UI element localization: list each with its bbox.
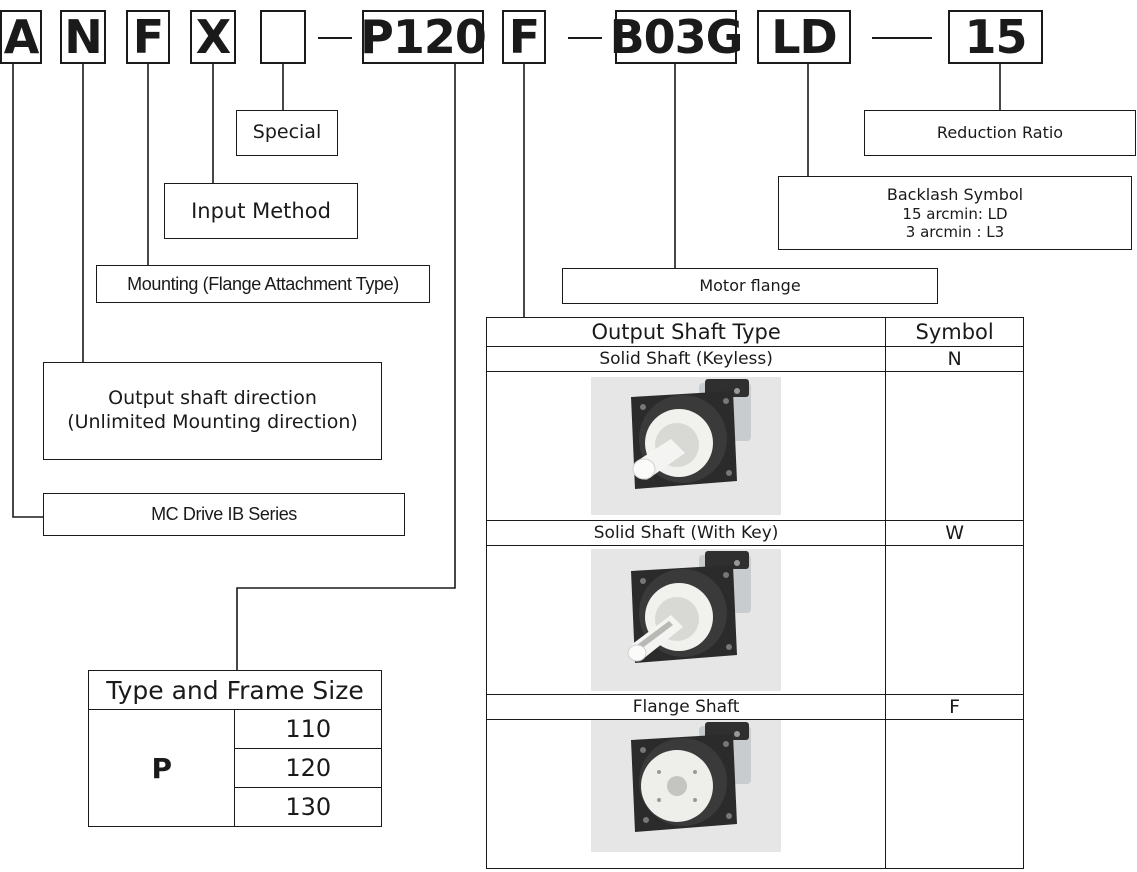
shaft-type-name: Solid Shaft (Keyless) <box>485 346 887 372</box>
output-direction-label: Output shaft direction (Unlimited Mounti… <box>43 362 382 460</box>
shaft-type-name: Flange Shaft <box>485 694 887 720</box>
shaft-type-name: Solid Shaft (With Key) <box>485 520 887 546</box>
gearbox-keyed-shaft-photo <box>485 545 887 695</box>
code-segment-shaft-type: F <box>502 10 546 64</box>
symbol-cell-empty <box>885 371 1024 521</box>
shaft-table-header: Output Shaft Type Symbol <box>485 317 1024 347</box>
table-row: P 110 <box>87 709 382 827</box>
code-segment-motor-flange: B03G <box>609 10 743 64</box>
output-shaft-table: Output Shaft Type Symbol Solid Shaft (Ke… <box>485 317 1024 869</box>
symbol-cell-empty <box>885 545 1024 695</box>
symbol-header: Symbol <box>885 317 1024 347</box>
code-segment-reduction-ratio: 15 <box>948 10 1043 64</box>
backlash-option-ld: 15 arcmin: LD <box>902 204 1008 223</box>
table-row <box>485 371 1024 521</box>
frame-size-value: 120 <box>234 748 382 788</box>
table-row: 130 <box>89 787 382 827</box>
motor-flange-label: Motor flange <box>562 268 938 304</box>
code-segment-input-method: X <box>190 10 236 64</box>
backlash-text: Backlash Symbol 15 arcmin: LD 3 arcmin :… <box>887 185 1023 240</box>
table-row: Flange Shaft F <box>485 694 1024 720</box>
frame-type-letter: P <box>87 709 236 827</box>
table-row: Solid Shaft (With Key) W <box>485 520 1024 546</box>
gearbox-keyless-shaft-photo <box>485 371 887 521</box>
shaft-type-symbol: N <box>885 346 1024 372</box>
shaft-type-symbol: F <box>885 694 1024 720</box>
shaft-type-symbol: W <box>885 520 1024 546</box>
series-label: MC Drive IB Series <box>43 493 405 536</box>
code-segment-mounting: F <box>126 10 170 64</box>
symbol-cell-empty <box>885 719 1024 869</box>
output-direction-text: Output shaft direction (Unlimited Mounti… <box>67 387 358 435</box>
backlash-option-l3: 3 arcmin : L3 <box>905 222 1005 241</box>
code-segment-series: A <box>0 10 42 64</box>
frame-size-table: Type and Frame Size P 110 120 130 <box>87 670 382 827</box>
code-separator <box>318 37 352 39</box>
input-method-label: Input Method <box>164 183 358 239</box>
table-row <box>485 719 1024 869</box>
code-separator <box>872 37 932 39</box>
frame-size-value: 130 <box>234 787 382 827</box>
backlash-label: Backlash Symbol 15 arcmin: LD 3 arcmin :… <box>778 176 1132 250</box>
frame-size-value: 110 <box>234 709 382 749</box>
output-direction-line2: (Unlimited Mounting direction) <box>67 411 358 433</box>
frame-table-header: Type and Frame Size <box>88 670 382 710</box>
table-row: 120 <box>89 748 382 788</box>
shaft-type-header: Output Shaft Type <box>485 317 887 347</box>
code-separator <box>568 37 602 39</box>
code-segment-backlash: LD <box>757 10 851 64</box>
backlash-title: Backlash Symbol <box>886 185 1024 205</box>
mounting-label: Mounting (Flange Attachment Type) <box>96 265 430 303</box>
code-segment-special <box>260 10 306 64</box>
special-label: Special <box>236 110 338 156</box>
frame-table-title: Type and Frame Size <box>88 670 382 710</box>
reduction-ratio-label: Reduction Ratio <box>864 110 1136 156</box>
code-segment-output-direction: N <box>60 10 106 64</box>
table-row: Solid Shaft (Keyless) N <box>485 346 1024 372</box>
table-row <box>485 545 1024 695</box>
output-direction-line1: Output shaft direction <box>108 387 317 410</box>
gearbox-flange-shaft-photo <box>485 719 887 869</box>
code-segment-frame-size: P120 <box>360 10 487 64</box>
